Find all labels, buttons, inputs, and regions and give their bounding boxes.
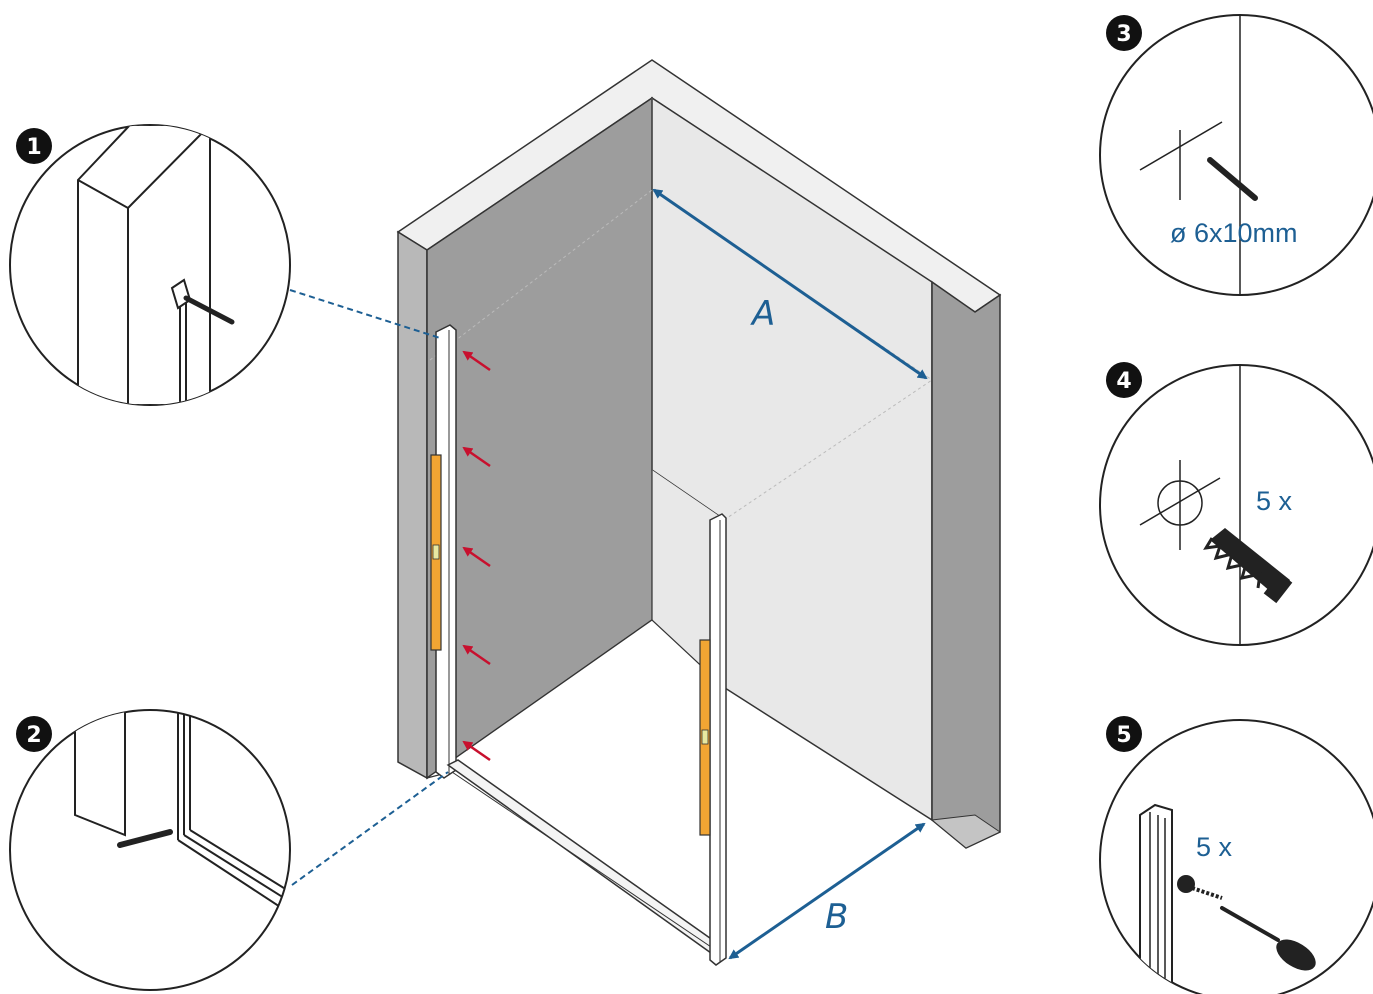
screw-quantity-note: 5 x	[1196, 832, 1233, 862]
right-wall-end-edge	[931, 280, 1001, 849]
screw-icon	[170, 278, 235, 325]
step-badge-3	[1106, 15, 1142, 51]
detail-circle-5: 5 x 5	[1099, 716, 1373, 994]
dimension-arrow-b	[728, 822, 926, 960]
dimension-arrow-a	[652, 188, 928, 380]
screw-icon	[117, 829, 173, 848]
wall-plug-icon	[1203, 528, 1293, 604]
spirit-level-icon	[430, 454, 442, 651]
detail-circle-4: 5 x 4	[1099, 362, 1373, 646]
svg-text:5: 5	[1116, 723, 1131, 748]
dimension-label-a: A	[750, 294, 775, 334]
svg-text:3: 3	[1116, 22, 1131, 47]
right-wall-face-lower	[652, 470, 725, 688]
step-badge-2	[16, 716, 52, 752]
drill-size-note: ø 6x10mm	[1170, 218, 1298, 248]
svg-text:4: 4	[1116, 369, 1131, 394]
plug-quantity-note: 5 x	[1256, 486, 1293, 516]
detail-circle-2: 2	[9, 709, 291, 991]
shower-enclosure-main: A B	[289, 59, 1002, 966]
screwdriver-icon	[1220, 906, 1316, 971]
svg-text:2: 2	[26, 723, 41, 748]
step-badge-1	[16, 128, 52, 164]
step-badge-5	[1106, 716, 1142, 752]
screw-icon	[1177, 875, 1223, 900]
leader-line-1	[289, 289, 441, 339]
drill-bit-icon	[1207, 157, 1258, 201]
right-post-profile	[709, 513, 727, 966]
step-badge-4	[1106, 362, 1142, 398]
leader-line-2	[291, 771, 449, 886]
svg-text:1: 1	[26, 135, 41, 160]
fixing-point-arrows	[462, 350, 491, 762]
left-wall-front-edge	[397, 230, 428, 780]
dimension-label-b: B	[825, 897, 848, 937]
detail-circle-3: ø 6x10mm 3	[1099, 14, 1373, 296]
spirit-level-icon	[699, 639, 711, 836]
detail-circle-1: 1	[9, 124, 291, 406]
